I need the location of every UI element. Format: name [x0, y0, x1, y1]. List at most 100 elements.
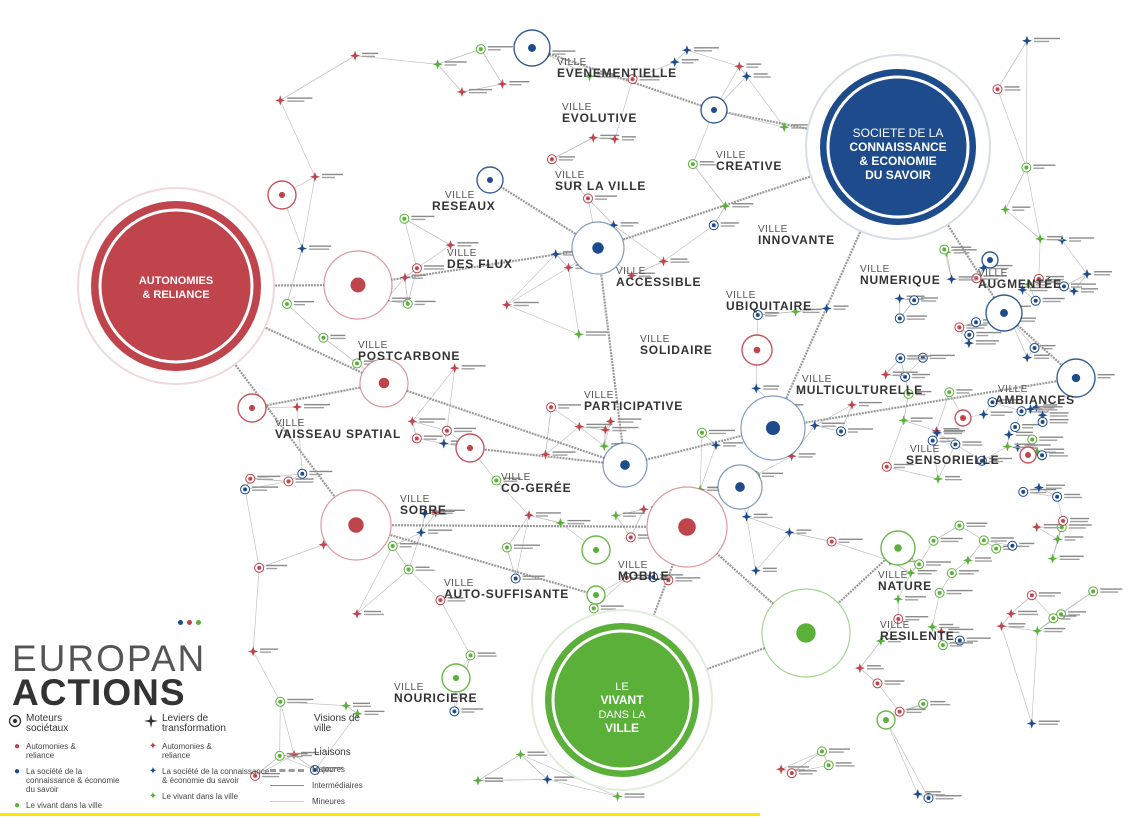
levier-star[interactable]	[310, 172, 320, 182]
levier-star[interactable]	[457, 87, 467, 97]
levier-star[interactable]	[784, 527, 794, 537]
levier-star[interactable]	[400, 273, 410, 283]
hub-connaissance[interactable]: SOCIETE DE LA CONNAISSANCE & ECONOMIE DU…	[806, 55, 990, 239]
levier-star[interactable]	[1002, 442, 1012, 452]
minor-link	[887, 420, 904, 466]
levier-star[interactable]	[810, 421, 820, 431]
hub-vivant[interactable]: LE VIVANT DANS LA VILLE	[532, 610, 712, 790]
levier-star[interactable]	[779, 122, 789, 132]
levier-star[interactable]	[292, 402, 302, 412]
levier-star[interactable]	[1027, 719, 1037, 729]
levier-star[interactable]	[1053, 534, 1063, 544]
node-caption-mark	[457, 245, 471, 246]
levier-star[interactable]	[963, 555, 973, 565]
levier-star[interactable]	[933, 474, 943, 484]
levier-star[interactable]	[350, 51, 360, 61]
levier-star[interactable]	[734, 61, 744, 71]
levier-star[interactable]	[416, 527, 426, 537]
svg-text:POSTCARBONE: POSTCARBONE	[358, 349, 460, 363]
levier-star[interactable]	[541, 449, 551, 459]
levier-star[interactable]	[599, 441, 609, 451]
levier-star[interactable]	[1035, 234, 1045, 244]
levier-star[interactable]	[600, 425, 610, 435]
minor-link	[1037, 527, 1058, 539]
levier-star[interactable]	[1082, 269, 1092, 279]
node-caption-mark	[419, 421, 434, 422]
levier-star[interactable]	[473, 776, 483, 786]
levier-star[interactable]	[1000, 204, 1010, 214]
levier-star[interactable]	[433, 59, 443, 69]
node-caption-mark	[618, 418, 642, 419]
levier-star[interactable]	[275, 95, 285, 105]
levier-star[interactable]	[611, 511, 621, 521]
levier-star[interactable]	[1022, 36, 1032, 46]
levier-star[interactable]	[742, 512, 752, 522]
levier-star[interactable]	[847, 400, 857, 410]
hub-autonomies[interactable]: AUTONOMIES & RELIANCE	[78, 188, 274, 384]
levier-star[interactable]	[899, 415, 909, 425]
levier-star[interactable]	[720, 201, 730, 211]
levier-star[interactable]	[613, 791, 623, 801]
levier-star[interactable]	[1032, 522, 1042, 532]
levier-star[interactable]	[1034, 483, 1044, 493]
levier-star[interactable]	[947, 274, 957, 284]
levier-star[interactable]	[776, 764, 786, 774]
levier-star[interactable]	[895, 294, 905, 304]
levier-star[interactable]	[588, 133, 598, 143]
node-caption-mark	[907, 318, 925, 319]
node-caption-mark	[682, 59, 699, 60]
levier-star[interactable]	[1022, 353, 1032, 363]
small-node-core	[402, 217, 406, 221]
levier-star[interactable]	[574, 422, 584, 432]
legend-leviers-item-3: Le vivant dans la ville	[162, 792, 242, 801]
levier-star[interactable]	[893, 594, 903, 604]
levier-star[interactable]	[913, 789, 923, 799]
levier-star[interactable]	[497, 79, 507, 89]
small-node-core	[917, 562, 921, 566]
minor-link	[478, 779, 547, 780]
levier-star[interactable]	[297, 243, 307, 253]
node-caption-mark	[514, 548, 533, 549]
levier-star[interactable]	[1048, 554, 1058, 564]
node-caption-mark	[623, 513, 645, 514]
moteur-node-core	[960, 415, 966, 421]
levier-star[interactable]	[450, 363, 460, 373]
levier-star[interactable]	[751, 566, 761, 576]
levier-star[interactable]	[439, 438, 449, 448]
small-node-core	[1010, 544, 1014, 548]
levier-star[interactable]	[996, 621, 1006, 631]
node-caption-mark	[796, 532, 806, 533]
levier-star[interactable]	[855, 663, 865, 673]
levier-star[interactable]	[979, 410, 989, 420]
levier-star[interactable]	[658, 256, 668, 266]
node-caption-mark	[622, 136, 636, 137]
small-node-core	[912, 298, 916, 302]
node-caption-mark	[567, 523, 584, 524]
levier-star[interactable]	[407, 416, 417, 426]
node-caption-mark	[976, 332, 1001, 333]
levier-star[interactable]	[1032, 626, 1042, 636]
moteur-node-core	[467, 445, 473, 451]
node-caption-mark	[1044, 628, 1065, 629]
levier-star[interactable]	[574, 329, 584, 339]
levier-star[interactable]	[822, 303, 832, 313]
